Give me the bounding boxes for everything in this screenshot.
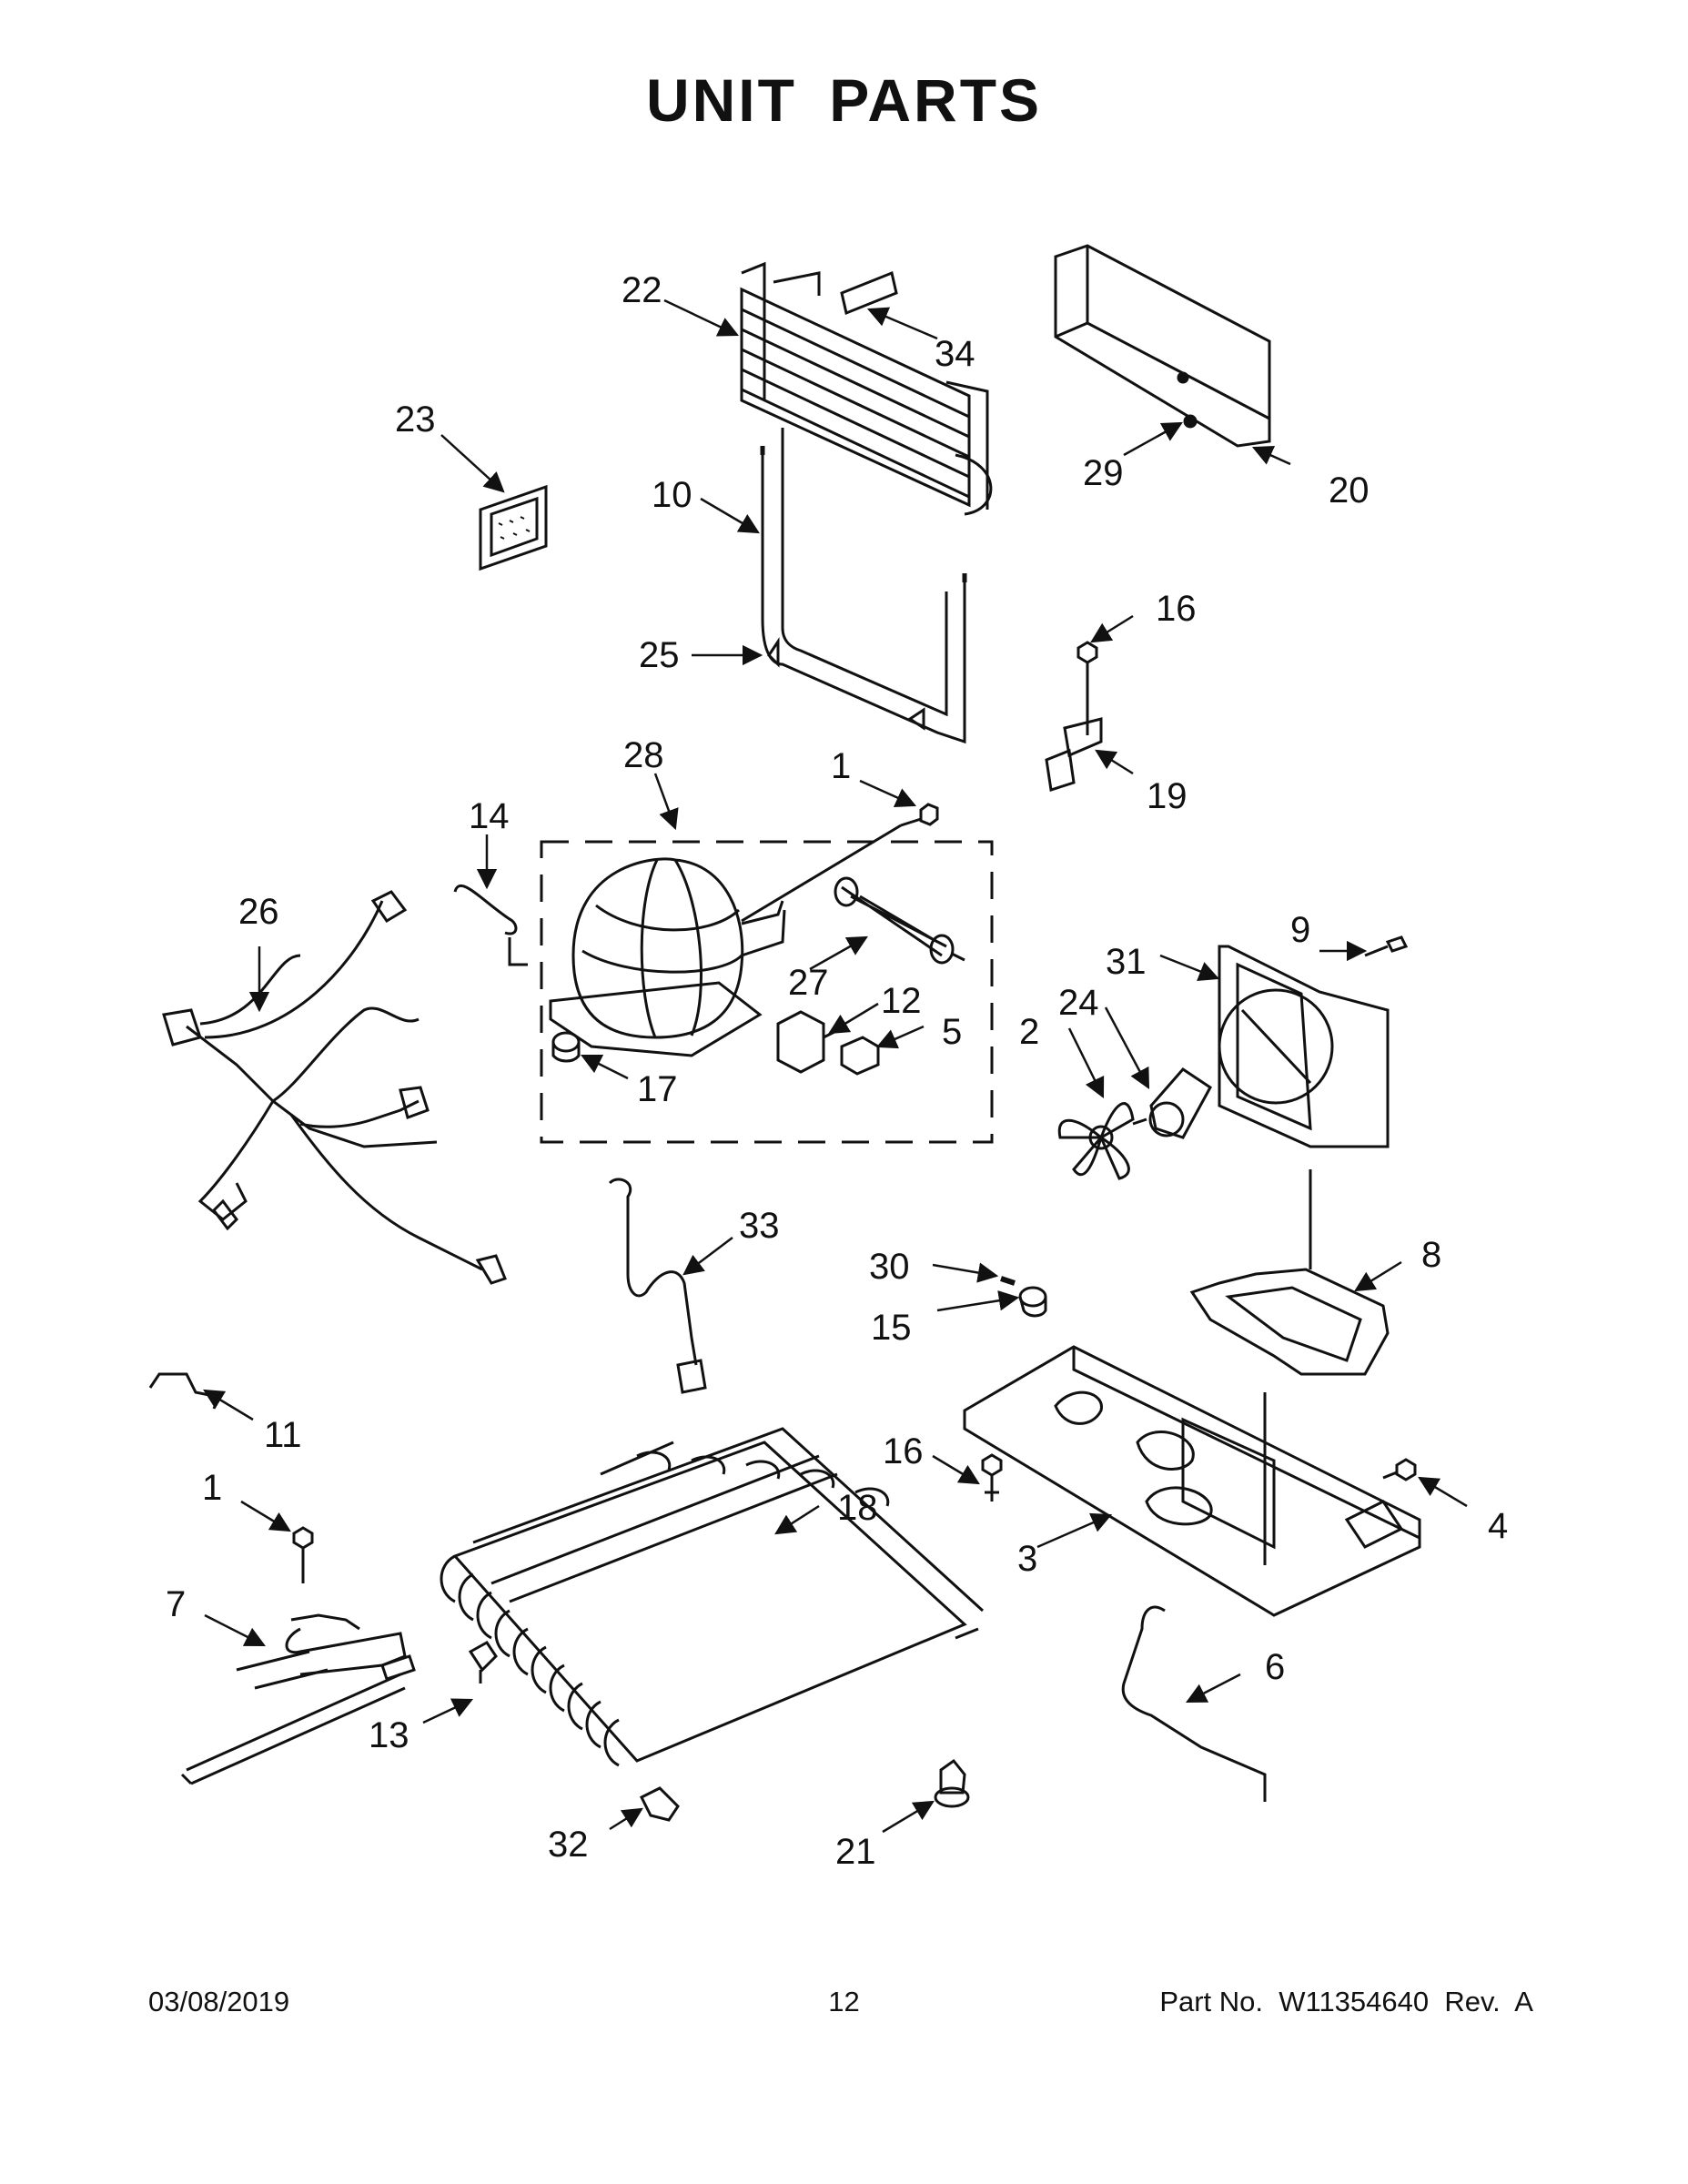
callout-34: 34 <box>935 334 975 374</box>
drier-tube-part <box>760 428 967 744</box>
heater-tube-part <box>1121 1605 1267 1802</box>
compressor-part <box>549 857 786 1057</box>
callout-7: 7 <box>166 1584 186 1624</box>
callout-10: 10 <box>652 475 692 515</box>
footer-page-number: 12 <box>828 1986 860 2017</box>
callout-4: 4 <box>1488 1506 1508 1546</box>
screw-bracket-part <box>1045 641 1103 792</box>
pin-30-part <box>1000 1276 1016 1286</box>
wire-clip-part <box>453 885 528 966</box>
callout-15: 15 <box>871 1308 912 1348</box>
callout-18: 18 <box>837 1488 878 1528</box>
cap-32-part <box>639 1786 680 1822</box>
screw-16-lower-part <box>981 1453 1003 1502</box>
callout-13: 13 <box>369 1715 409 1755</box>
callout-26: 26 <box>238 892 279 932</box>
callout-8: 8 <box>1421 1235 1441 1275</box>
callout-29: 29 <box>1083 453 1124 493</box>
callout-24: 24 <box>1058 983 1099 1023</box>
callout-6: 6 <box>1265 1647 1285 1687</box>
grommet-15-part <box>1018 1286 1047 1318</box>
evaporator-part <box>440 1427 985 1767</box>
callout-1-lower: 1 <box>202 1468 222 1508</box>
base-channel-part <box>1054 244 1271 448</box>
callout-30: 30 <box>869 1247 910 1287</box>
heater-harness-part <box>180 1613 416 1785</box>
fan-motor-part <box>1132 1067 1212 1139</box>
footer-part-number: Part No. W11354640 Rev. A <box>1159 1986 1533 2017</box>
callout-32: 32 <box>548 1825 589 1865</box>
callout-2: 2 <box>1019 1012 1039 1052</box>
callout-16-lower: 16 <box>883 1431 924 1471</box>
callout-16-top: 16 <box>1156 589 1197 629</box>
callout-17: 17 <box>637 1069 678 1109</box>
callout-22: 22 <box>622 270 662 310</box>
callout-9: 9 <box>1290 910 1310 950</box>
callout-25: 25 <box>639 635 680 675</box>
control-bracket-part <box>1189 1169 1390 1376</box>
overload-cap-part <box>840 1036 880 1076</box>
fan-shroud-part <box>1218 945 1390 1148</box>
page-title: UNIT PARTS <box>645 66 1043 134</box>
callout-20: 20 <box>1329 470 1370 511</box>
callout-14: 14 <box>469 796 510 836</box>
callout-11: 11 <box>264 1415 302 1455</box>
wire-harness-part <box>162 890 507 1285</box>
compressor-assembly-box <box>540 840 994 1144</box>
filter-drier-part <box>834 876 965 965</box>
label-strip-part <box>840 270 898 316</box>
callout-5: 5 <box>942 1012 962 1052</box>
callout-21: 21 <box>835 1832 876 1872</box>
screw-29-part <box>1183 414 1198 429</box>
callout-23: 23 <box>395 399 436 440</box>
callout-33: 33 <box>739 1206 780 1246</box>
drain-tube-part <box>608 1178 707 1394</box>
screw-1-top-part <box>741 803 939 923</box>
fan-blade-part <box>1057 1102 1135 1180</box>
callout-1-top: 1 <box>831 746 851 786</box>
sensor-21-part <box>934 1758 970 1808</box>
clip-13-part <box>468 1641 498 1684</box>
callout-28: 28 <box>623 735 664 775</box>
base-plate-part <box>963 1345 1421 1617</box>
callout-31: 31 <box>1106 942 1147 982</box>
callout-12: 12 <box>881 981 922 1021</box>
screw-1-lower-part <box>292 1526 314 1583</box>
callout-3: 3 <box>1017 1539 1037 1579</box>
callout-19: 19 <box>1147 776 1188 816</box>
condenser-coil-part <box>740 261 993 516</box>
grommet-17-part <box>551 1031 581 1063</box>
start-relay-part <box>776 1010 843 1074</box>
callout-27: 27 <box>788 963 829 1003</box>
screw-9-part <box>1364 935 1409 957</box>
footer-date: 03/08/2019 <box>148 1986 290 2017</box>
gasket-pad-part <box>479 484 548 571</box>
screw-4-part <box>1382 1458 1417 1481</box>
